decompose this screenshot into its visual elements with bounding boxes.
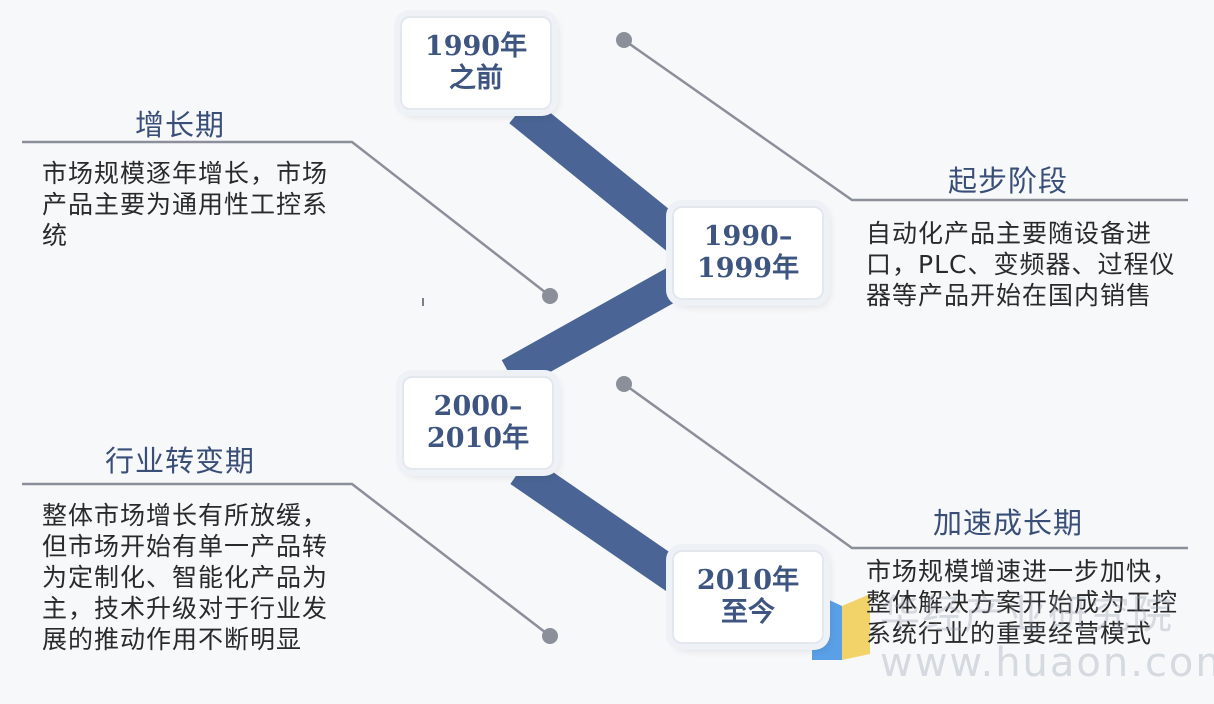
period-label-line2: 1999年 [696, 253, 800, 284]
timeline-segment-1 [509, 96, 691, 254]
stage-title-start: 起步阶段 [947, 164, 1068, 198]
logo-mark-yellow [842, 594, 870, 660]
period-label-line2: 至今 [721, 597, 775, 628]
connector-dot-start [616, 32, 632, 48]
stage-desc-acceleration: 市场规模增速进一步加快，整体解决方案开始成为工控系统行业的重要经营模式 [866, 557, 1179, 648]
stage-title-acceleration: 加速成长期 [932, 506, 1083, 540]
connector-transition [22, 482, 551, 637]
period-node-1990s: 1990– 1999年 [672, 206, 824, 300]
period-label-line1: 1990年 [424, 30, 528, 62]
stage-title-transition: 行业转变期 [104, 444, 255, 478]
period-label-line2: 之前 [449, 63, 503, 94]
period-node-2010-now: 2010年 至今 [672, 550, 824, 644]
period-label-line1: 1990– [703, 220, 793, 252]
connector-dot-growth [542, 288, 558, 304]
connector-dot-transition [542, 628, 558, 644]
stage-title-growth: 增长期 [134, 108, 225, 142]
stage-desc-start: 自动化产品主要随设备进口，PLC、变频器、过程仪器等产品开始在国内销售 [866, 219, 1176, 310]
connector-growth [22, 140, 551, 297]
stage-desc-transition: 整体市场增长有所放缓，但市场开始有单一产品转为定制化、智能化产品为主，技术升级对… [42, 501, 329, 654]
period-label-line1: 2000– [433, 390, 523, 422]
period-node-2000s: 2000– 2010年 [402, 376, 554, 470]
connector-dot-acceleration [616, 376, 632, 392]
timeline-segment-3 [510, 455, 690, 595]
stage-desc-growth: 市场规模逐年增长，市场产品主要为通用性工控系统 [42, 159, 329, 250]
period-label-line2: 2010年 [426, 423, 530, 454]
period-label-line1: 2010年 [696, 564, 800, 596]
connector-start [623, 38, 1188, 202]
connector-acceleration [623, 382, 1188, 550]
timeline-segment-2 [501, 265, 689, 390]
period-node-pre-1990: 1990年 之前 [400, 16, 552, 110]
